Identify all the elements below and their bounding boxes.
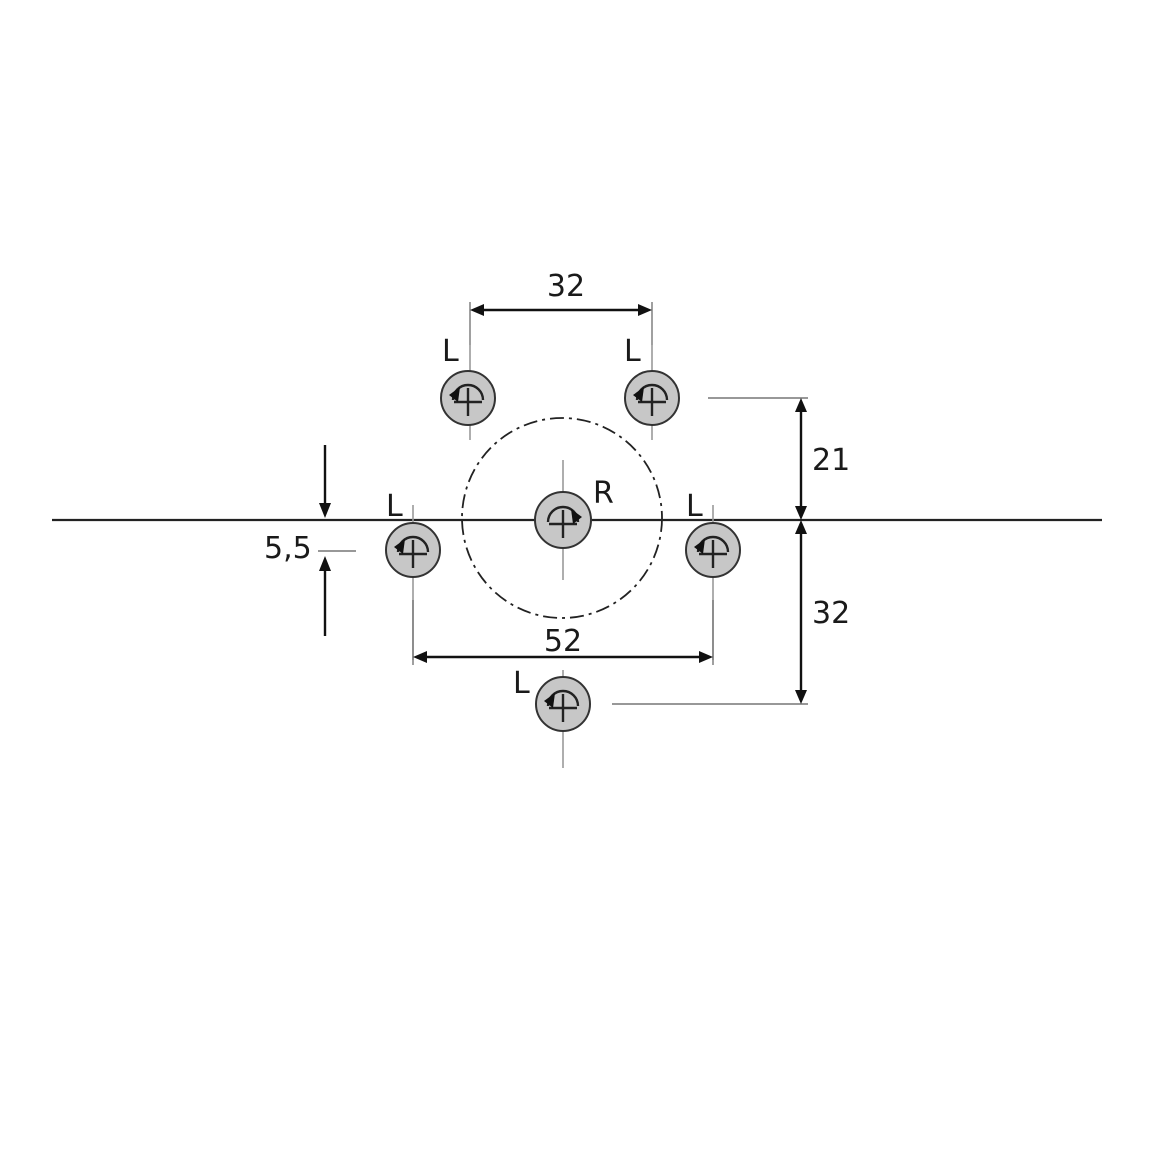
dimension-label-32: 32 <box>812 596 850 631</box>
dimension-label-21: 21 <box>812 443 850 478</box>
hole-bottom <box>535 676 591 732</box>
hole-label-bottom: L <box>513 666 530 701</box>
hole-top-right <box>624 370 680 426</box>
hole-label-mid-right: L <box>686 489 703 524</box>
dimension-label-top: 32 <box>547 269 585 304</box>
hole-top-left <box>440 370 496 426</box>
dimension-label-bottom: 52 <box>544 624 582 659</box>
dimension-right: 21 32 <box>612 397 850 705</box>
dash-dot-circle <box>461 417 663 619</box>
hole-label-top-right: L <box>624 334 641 369</box>
dimension-bottom-52: 52 <box>412 600 714 665</box>
hole-mid-left <box>385 522 441 578</box>
hole-mid-right <box>685 522 741 578</box>
hole-center <box>534 491 592 549</box>
hole-label-top-left: L <box>442 334 459 369</box>
hole-label-mid-left: L <box>386 489 403 524</box>
hole-label-center: R <box>593 476 614 511</box>
dimension-left-5-5: 5,5 <box>264 445 356 636</box>
dimension-label-5-5: 5,5 <box>264 531 312 566</box>
dimension-top-32: 32 <box>469 269 653 345</box>
